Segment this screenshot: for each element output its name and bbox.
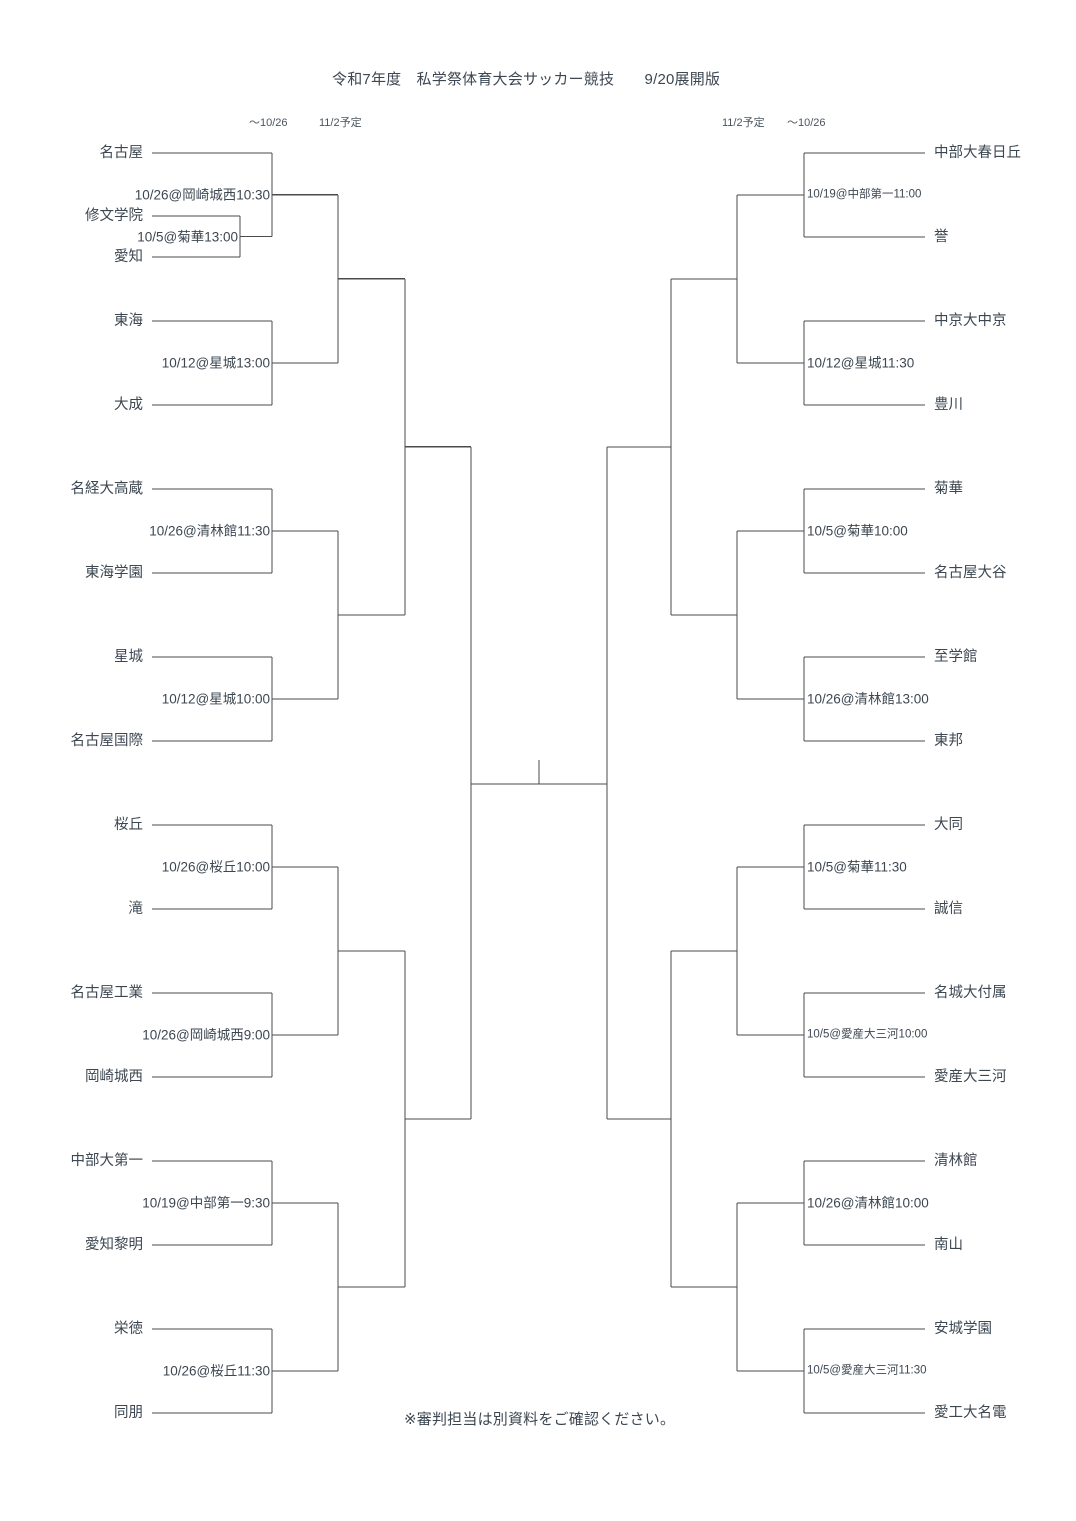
right-team-aisandaimikawa: 愛産大三河 — [934, 1068, 1007, 1085]
right-match-label-2: 10/12@星城11:30 — [807, 355, 915, 371]
left-team-sakuragaoka: 桜丘 — [114, 816, 143, 833]
left-team-nagoyakogyo: 名古屋工業 — [70, 984, 144, 1001]
right-match-label-1: 10/19@中部第一11:00 — [807, 188, 922, 201]
left-match-label-3: 10/12@星城13:00 — [161, 355, 270, 371]
left-team-nagoya: 名古屋 — [99, 144, 144, 161]
right-team-toho: 東邦 — [934, 732, 963, 749]
left-match-label-6: 10/26@桜丘10:00 — [161, 859, 270, 875]
left-team-tokai: 東海 — [114, 312, 143, 329]
right-match-label-6: 10/5@愛産大三河10:00 — [807, 1028, 928, 1041]
footer-note: ※審判担当は別資料をご確認ください。 — [404, 1411, 676, 1428]
right-team-chubudaikasugaoka: 中部大春日丘 — [934, 144, 1021, 161]
left-match-label-2: 10/5@菊華13:00 — [137, 228, 238, 244]
left-team-taisei: 大成 — [114, 396, 143, 413]
left-team-eitoku: 栄徳 — [114, 1320, 143, 1337]
right-match-label-7: 10/26@清林館10:00 — [807, 1195, 929, 1211]
left-team-meikeidaitakakura: 名経大高蔵 — [70, 480, 144, 497]
right-team-nanzan: 南山 — [934, 1236, 963, 1253]
right-team-shigakukan: 至学館 — [934, 648, 978, 665]
right-team-chukyodaichukyo: 中京大中京 — [934, 312, 1007, 329]
right-match-label-4: 10/26@清林館13:00 — [807, 691, 929, 707]
left-team-okazakijosei: 岡崎城西 — [85, 1068, 143, 1085]
right-team-seirinkan: 清林館 — [934, 1152, 978, 1169]
left-match-label-1: 10/26@岡崎城西10:30 — [134, 187, 270, 202]
left-team-nagoyakokusai: 名古屋国際 — [70, 732, 144, 749]
right-team-daido: 大同 — [934, 816, 963, 833]
right-match-label-5: 10/5@菊華11:30 — [807, 859, 907, 875]
left-match-label-9: 10/26@桜丘11:30 — [162, 1363, 270, 1379]
right-team-toyokawa: 豊川 — [934, 396, 963, 413]
left-team-taki: 滝 — [128, 900, 144, 917]
left-team-aichireimei: 愛知黎明 — [85, 1236, 143, 1253]
left-match-label-7: 10/26@岡崎城西9:00 — [142, 1027, 270, 1043]
left-team-tokaigakuen: 東海学園 — [85, 564, 143, 581]
left-match-label-5: 10/12@星城10:00 — [161, 691, 270, 707]
right-team-nagoyaotani: 名古屋大谷 — [934, 564, 1007, 581]
column-header-left-round1: ～10/26 — [249, 117, 288, 129]
right-team-meijodaifuzoku: 名城大付属 — [934, 984, 1007, 1001]
left-team-doho: 同朋 — [114, 1404, 143, 1421]
right-team-seishin: 誠信 — [934, 900, 963, 917]
left-team-aichi: 愛知 — [114, 248, 143, 265]
column-header-right-round1: ～10/26 — [787, 117, 826, 129]
left-team-chubudaidaiichi: 中部大第一 — [70, 1152, 144, 1169]
left-team-shubungakuin: 修文学院 — [85, 207, 143, 224]
right-team-anjogakuen: 安城学園 — [934, 1320, 992, 1337]
right-team-kikka: 菊華 — [934, 480, 963, 497]
left-match-label-8: 10/19@中部第一9:30 — [142, 1195, 270, 1211]
left-match-label-4: 10/26@清林館11:30 — [149, 523, 270, 539]
column-header-left-round2: 11/2予定 — [319, 117, 362, 129]
right-match-label-3: 10/5@菊華10:00 — [807, 523, 908, 539]
left-team-seijo: 星城 — [114, 648, 143, 665]
column-header-right-round2: 11/2予定 — [722, 117, 765, 129]
right-team-aikodaimeiden: 愛工大名電 — [934, 1404, 1007, 1421]
page-title: 令和7年度 私学祭体育大会サッカー競技 9/20展開版 — [332, 71, 721, 88]
right-team-homare: 誉 — [934, 228, 949, 245]
right-match-label-8: 10/5@愛産大三河11:30 — [807, 1364, 927, 1377]
